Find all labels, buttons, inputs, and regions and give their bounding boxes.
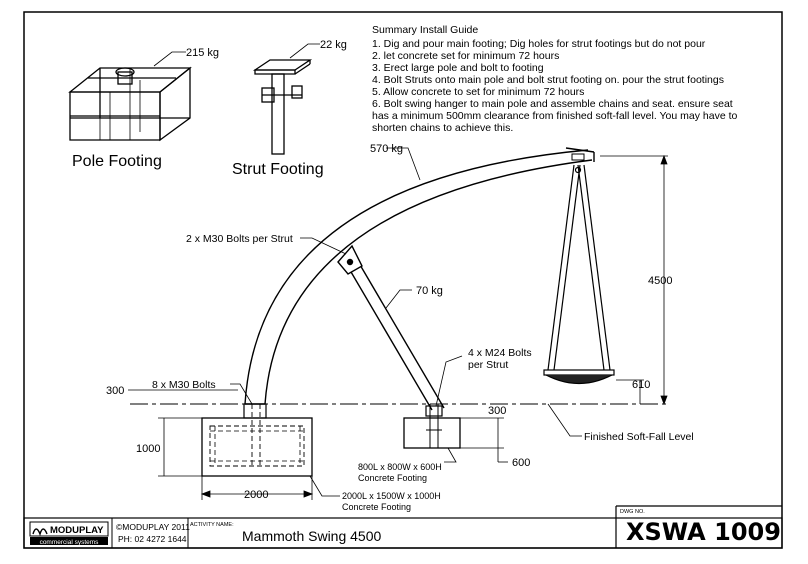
strut-footing-bolts-line1: 4 x M24 Bolts — [468, 347, 532, 359]
activity-label: ACTIVITY NAME: — [190, 522, 234, 528]
callout-strut-concrete: 800L x 800W x 600H Concrete Footing — [358, 447, 457, 483]
dimension-labels: 4500 610 300 300 600 1000 2000 — [106, 275, 672, 501]
dim-main-depth: 1000 — [136, 443, 160, 455]
callout-base-bolts: 8 x M30 Bolts — [152, 379, 253, 405]
dim-base-offset: 300 — [106, 385, 124, 397]
strut-concrete-line1: 800L x 800W x 600H — [358, 462, 442, 472]
dim-height: 4500 — [648, 275, 672, 287]
dwg-number: XSWA 1009 — [626, 518, 781, 546]
guide-step: 3. Erect large pole and bolt to footing — [372, 62, 544, 74]
strut-footing-bolts-line2: per Strut — [468, 359, 508, 371]
guide-step: 2. let concrete set for minimum 72 hours — [372, 50, 559, 62]
main-concrete-line1: 2000L x 1500W x 1000H — [342, 491, 441, 501]
strut-weight-label: 70 kg — [416, 285, 443, 297]
strut — [337, 244, 445, 411]
dim-seat-clearance: 610 — [632, 379, 650, 391]
base-bolts-label: 8 x M30 Bolts — [152, 379, 216, 391]
guide-step: 6. Bolt swing hanger to main pole and as… — [372, 98, 733, 110]
guide-step: 1. Dig and pour main footing; Dig holes … — [372, 38, 706, 50]
title-block: MODUPLAY commercial systems ©MODUPLAY 20… — [23, 505, 783, 549]
callout-pole-weight: 570 kg — [370, 143, 421, 181]
dwg-label: DWG NO. — [620, 509, 645, 515]
callout-main-concrete: 2000L x 1500W x 1000H Concrete Footing — [309, 475, 441, 512]
phone: PH: 02 4272 1644 — [118, 534, 187, 544]
guide-step: 4. Bolt Struts onto main pole and bolt s… — [372, 74, 724, 86]
brand-name: MODUPLAY — [50, 525, 104, 536]
dim-strut-600: 600 — [512, 457, 530, 469]
callout-strut-footing-bolts: 4 x M24 Bolts per Strut — [435, 347, 532, 407]
pole-footing-weight-callout: 215 kg — [153, 47, 219, 67]
callout-soft-fall: Finished Soft-Fall Level — [547, 403, 694, 443]
dim-main-width: 2000 — [244, 489, 268, 501]
strut-footing-weight: 22 kg — [320, 39, 347, 51]
strut-footing-label: Strut Footing — [232, 161, 324, 178]
pole-weight-label: 570 kg — [370, 143, 403, 155]
dimensions — [128, 154, 668, 500]
callout-strut-bolts: 2 x M30 Bolts per Strut — [186, 233, 347, 255]
callout-strut-weight: 70 kg — [385, 285, 443, 309]
soft-fall-label: Finished Soft-Fall Level — [584, 431, 694, 443]
main-concrete-line2: Concrete Footing — [342, 502, 411, 512]
strut-footing-drawing — [252, 59, 313, 155]
swing-assembly — [543, 164, 615, 384]
pole-footing-drawing — [68, 66, 192, 142]
activity-name: Mammoth Swing 4500 — [242, 528, 382, 544]
strut-footing-weight-callout: 22 kg — [289, 39, 347, 59]
swing-hanger — [571, 153, 585, 161]
guide-title: Summary Install Guide — [372, 24, 478, 36]
pole-footing-label: Pole Footing — [72, 153, 162, 170]
guide-step: has a minimum 500mm clearance from finis… — [372, 110, 737, 122]
copyright: ©MODUPLAY 2011 — [116, 522, 190, 532]
moduplay-logo: MODUPLAY commercial systems — [29, 521, 109, 546]
guide-step: shorten chains to achieve this. — [372, 122, 513, 134]
strut-concrete-footing — [403, 404, 461, 449]
pole-footing-weight: 215 kg — [186, 47, 219, 59]
install-guide: Summary Install Guide 1. Dig and pour ma… — [372, 24, 737, 134]
strut-bolts-label: 2 x M30 Bolts per Strut — [186, 233, 293, 245]
dim-strut-300: 300 — [488, 405, 506, 417]
guide-step: 5. Allow concrete to set for minimum 72 … — [372, 86, 584, 98]
main-concrete-footing — [201, 403, 313, 477]
strut-concrete-line2: Concrete Footing — [358, 473, 427, 483]
brand-sub: commercial systems — [40, 539, 100, 546]
